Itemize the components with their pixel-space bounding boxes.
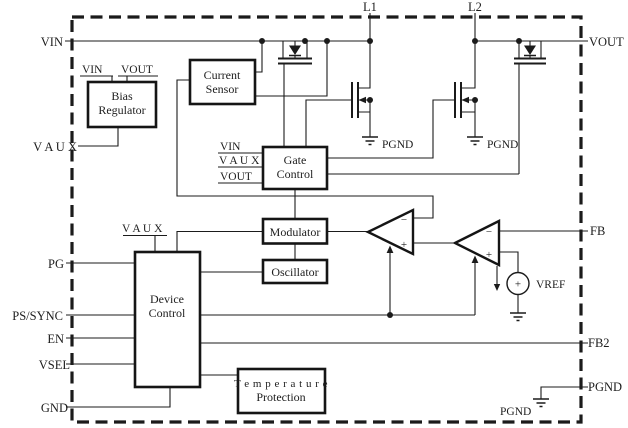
chip-boundary: [70, 15, 583, 424]
junction-dot: [367, 97, 373, 103]
pmos2-stubs: [518, 41, 542, 174]
device-control-label-1: Device: [150, 292, 184, 306]
device-control-block: [133, 250, 202, 389]
pin-label-pgnd: PGND: [588, 380, 622, 394]
bias-vin-net-label: VIN: [82, 64, 103, 76]
wire-gate-to-nmos1: [305, 99, 352, 147]
bias-vout-net-label: VOUT: [121, 64, 153, 76]
pgnd1-label: PGND: [382, 139, 413, 151]
bias-regulator-block: [86, 80, 158, 129]
pgnd-bottom-label: PGND: [500, 406, 531, 418]
pin-label-vsel: VSEL: [39, 358, 70, 372]
pmos2-switch: [514, 41, 546, 174]
pmos1-stubs: [282, 41, 308, 58]
pgnd2-ground-icon: [467, 136, 483, 146]
vref-label: VREF: [536, 279, 565, 291]
pin-label-fb: FB: [590, 224, 605, 238]
junction-dot: [472, 97, 478, 103]
pmos2-channel-gate-bars: [514, 57, 546, 65]
pgnd1-ground-icon: [362, 136, 378, 146]
wire-vaux-pin: [78, 127, 119, 147]
pin-label-ps-sync: PS/SYNC: [12, 309, 63, 323]
wire-comp2-to-vref: [499, 251, 519, 273]
oscillator-label: Oscillator: [271, 265, 318, 279]
wire-gnd-pin: [66, 387, 171, 408]
wire-current-sense-to-comparator: [176, 79, 434, 219]
gate-vout-net-label: VOUT: [220, 171, 252, 183]
pmos1-body-diode-icon: [289, 45, 301, 55]
temperature-protection-label-2: Protection: [256, 390, 305, 404]
bias-arrowhead2-icon: [471, 255, 479, 263]
gate-vaux-net-label: V A U X: [219, 155, 260, 167]
nmos1-gate-channel-bars: [351, 82, 359, 118]
pmos1-switch: [278, 41, 312, 65]
wire-device-to-modulator: [176, 230, 263, 252]
temperature-protection-label-1: T e m p e r a t u r e: [234, 378, 328, 390]
wire-gate-to-nmos2: [327, 99, 455, 159]
fb-comparator: [452, 219, 501, 267]
wire-current-sensor-tap1: [255, 41, 263, 73]
pgnd-bottom-ground-icon: [533, 398, 549, 408]
device-vaux-net-label: V A U X: [122, 223, 163, 235]
wire-pgnd-pin: [540, 386, 588, 399]
bias-arrowhead1-icon: [386, 245, 394, 253]
nmos2-body-arrow-icon: [461, 96, 469, 104]
nmos2-switch: [454, 41, 483, 146]
gate-control-label-1: Gate: [284, 153, 307, 167]
modulator-label: Modulator: [270, 225, 321, 239]
junction-dot: [259, 38, 265, 44]
junction-dots: [259, 38, 522, 318]
current-sensor-label-2: Sensor: [206, 82, 239, 96]
oscillator-block: [261, 258, 329, 285]
wire-current-sensor-tap2: [255, 41, 328, 97]
wire-device-vaux: [123, 234, 167, 252]
pin-label-l2: L2: [468, 0, 482, 14]
modulator-block: [261, 217, 329, 245]
gate-control-block: [261, 145, 329, 191]
pin-label-en: EN: [47, 332, 64, 346]
nmos1-switch: [351, 41, 378, 146]
nmos1-body-arrow-icon: [358, 96, 366, 104]
pmos1-channel-gate-bars: [278, 57, 312, 65]
comp2-minus-sign: −: [486, 226, 492, 238]
nmos2-terminals: [461, 41, 476, 137]
pin-label-pg: PG: [48, 257, 64, 271]
pin-label-l1: L1: [363, 0, 377, 14]
vref-source-icon: [506, 271, 530, 296]
pin-label-vaux: V A U X: [33, 140, 77, 154]
pin-label-gnd: GND: [41, 401, 68, 415]
pgnd2-label: PGND: [487, 139, 518, 151]
gate-control-label-2: Control: [277, 167, 314, 181]
nmos1-terminals: [358, 41, 371, 137]
wire-bias-inputs: [80, 75, 158, 82]
bias-regulator-label-1: Bias: [111, 89, 133, 103]
junction-dot: [302, 38, 308, 44]
temperature-protection-block: [236, 367, 327, 415]
comp1-plus-sign: +: [401, 239, 407, 251]
pin-label-vout: VOUT: [589, 35, 624, 49]
junction-dot: [324, 38, 330, 44]
device-control-label-2: Control: [149, 306, 186, 320]
junction-dot: [387, 312, 393, 318]
vref-ground-icon: [510, 312, 526, 322]
pin-label-fb2: FB2: [588, 336, 610, 350]
pin-label-vin: VIN: [41, 35, 63, 49]
junction-dot: [472, 38, 478, 44]
current-sensor-label-1: Current: [204, 68, 241, 82]
vref-current-arrowhead-icon: [493, 284, 501, 291]
current-sensor-block: [188, 58, 257, 106]
comp1-minus-sign: −: [401, 214, 407, 226]
nmos2-gate-channel-bars: [454, 82, 462, 118]
vref-plus-sign: +: [515, 279, 521, 291]
error-comparator: [365, 208, 415, 256]
pmos2-body-diode-icon: [524, 45, 536, 55]
junction-dot: [367, 38, 373, 44]
gate-vin-net-label: VIN: [220, 141, 241, 153]
comp2-plus-sign: +: [486, 249, 492, 261]
wire-gate-control-inputs: [218, 152, 263, 184]
bias-regulator-label-2: Regulator: [98, 103, 145, 117]
junction-dot: [516, 38, 522, 44]
